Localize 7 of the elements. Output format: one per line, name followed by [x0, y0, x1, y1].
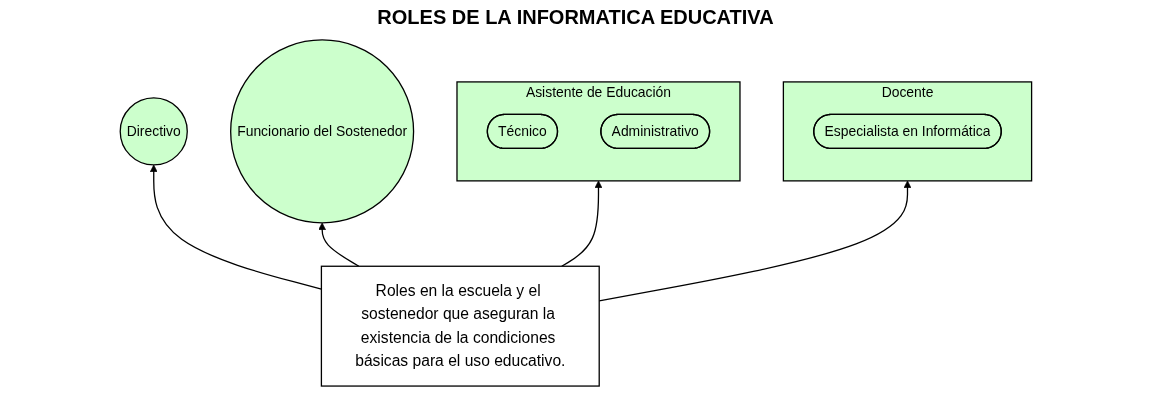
node-circle: Directivo	[119, 97, 188, 166]
node-circle: Funcionario del Sostenedor	[229, 39, 414, 224]
diagram-title: ROLES DE LA INFORMATICA EDUCATIVA	[376, 6, 775, 29]
arrow	[317, 222, 360, 267]
arrow	[598, 180, 911, 302]
node-box: Roles en la escuela y el sostenedor que aseguran la existencia de la condiciones básicas para el uso educativo.	[320, 265, 600, 387]
arrow	[560, 180, 602, 267]
